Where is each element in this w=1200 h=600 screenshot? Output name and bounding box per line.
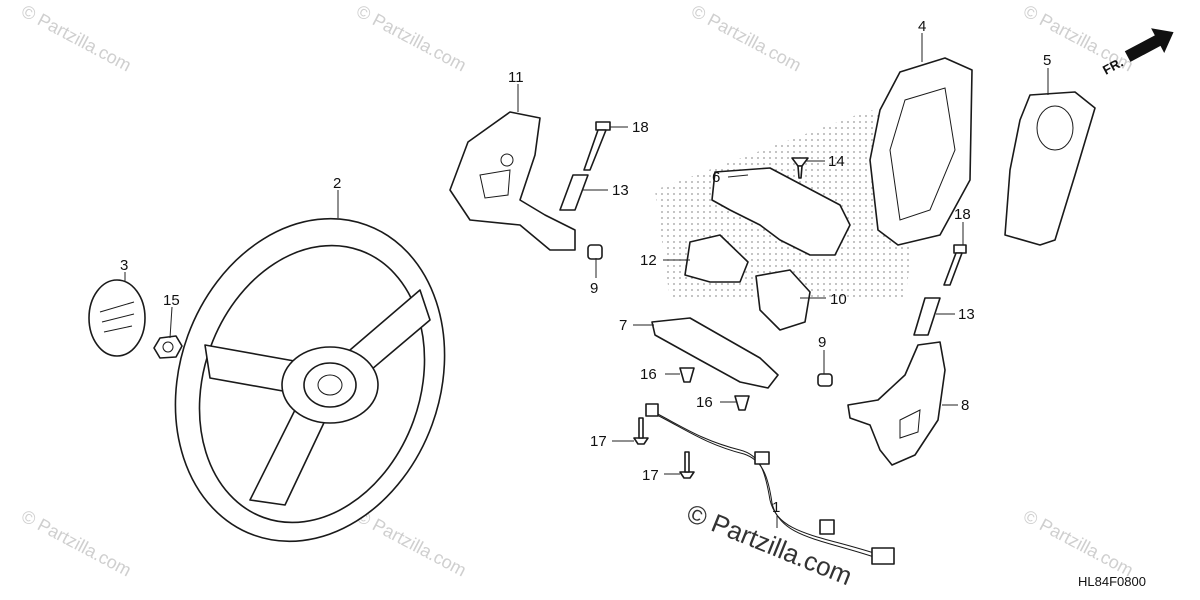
emblem bbox=[88, 279, 146, 357]
callout-13: 13 bbox=[612, 182, 629, 199]
wire-harness bbox=[645, 403, 895, 565]
diagram-code: HL84F0800 bbox=[1078, 574, 1146, 589]
callout-2: 2 bbox=[333, 175, 341, 192]
callout-14: 14 bbox=[828, 153, 845, 170]
right-cover bbox=[847, 341, 946, 466]
right-bracket bbox=[755, 269, 811, 331]
watermark: © Partzilla.com bbox=[18, 1, 134, 76]
callout-15: 15 bbox=[163, 292, 180, 309]
bolt bbox=[943, 244, 967, 286]
left-cover bbox=[449, 111, 576, 251]
callout-10: 10 bbox=[830, 291, 847, 308]
callout-4: 4 bbox=[918, 18, 926, 35]
callout-16: 16 bbox=[640, 366, 657, 383]
bolt bbox=[583, 121, 611, 171]
watermark: © Partzilla.com bbox=[353, 1, 469, 76]
callout-16: 16 bbox=[696, 394, 713, 411]
arrow-right-icon bbox=[1124, 28, 1174, 62]
callout-12: 12 bbox=[640, 252, 657, 269]
callout-1: 1 bbox=[772, 499, 780, 516]
collar bbox=[559, 174, 589, 211]
callout-13: 13 bbox=[958, 306, 975, 323]
column-cover bbox=[1004, 91, 1096, 246]
screw bbox=[633, 417, 649, 445]
steering-wheel bbox=[174, 217, 446, 543]
watermark: © Partzilla.com bbox=[688, 1, 804, 76]
rear-cover bbox=[869, 57, 973, 246]
screw bbox=[791, 157, 809, 179]
callout-6: 6 bbox=[712, 169, 720, 186]
callout-9: 9 bbox=[818, 334, 826, 351]
clip bbox=[587, 244, 603, 260]
leader-lines bbox=[124, 33, 1049, 528]
callouts: 2 3 15 11 18 13 9 4 5 6 14 12 10 18 13 7… bbox=[120, 18, 1051, 516]
clip bbox=[817, 373, 833, 387]
screw bbox=[679, 451, 695, 479]
callout-9: 9 bbox=[590, 280, 598, 297]
upper-plate bbox=[711, 167, 851, 256]
callout-18: 18 bbox=[954, 206, 971, 223]
callout-18: 18 bbox=[632, 119, 649, 136]
callout-17: 17 bbox=[642, 467, 659, 484]
callout-17: 17 bbox=[590, 433, 607, 450]
callout-8: 8 bbox=[961, 397, 969, 414]
callout-7: 7 bbox=[619, 317, 627, 334]
watermark: © Partzilla.com bbox=[353, 506, 469, 581]
watermark: © Partzilla.com bbox=[1020, 506, 1136, 581]
watermark: © Partzilla.com bbox=[18, 506, 134, 581]
collar bbox=[913, 297, 941, 336]
left-bracket bbox=[684, 234, 749, 283]
pin bbox=[679, 367, 695, 383]
callout-3: 3 bbox=[120, 257, 128, 274]
nut bbox=[153, 335, 183, 359]
callout-11: 11 bbox=[508, 69, 524, 86]
callout-5: 5 bbox=[1043, 52, 1051, 69]
lower-plate bbox=[651, 317, 779, 389]
pin bbox=[734, 395, 750, 411]
